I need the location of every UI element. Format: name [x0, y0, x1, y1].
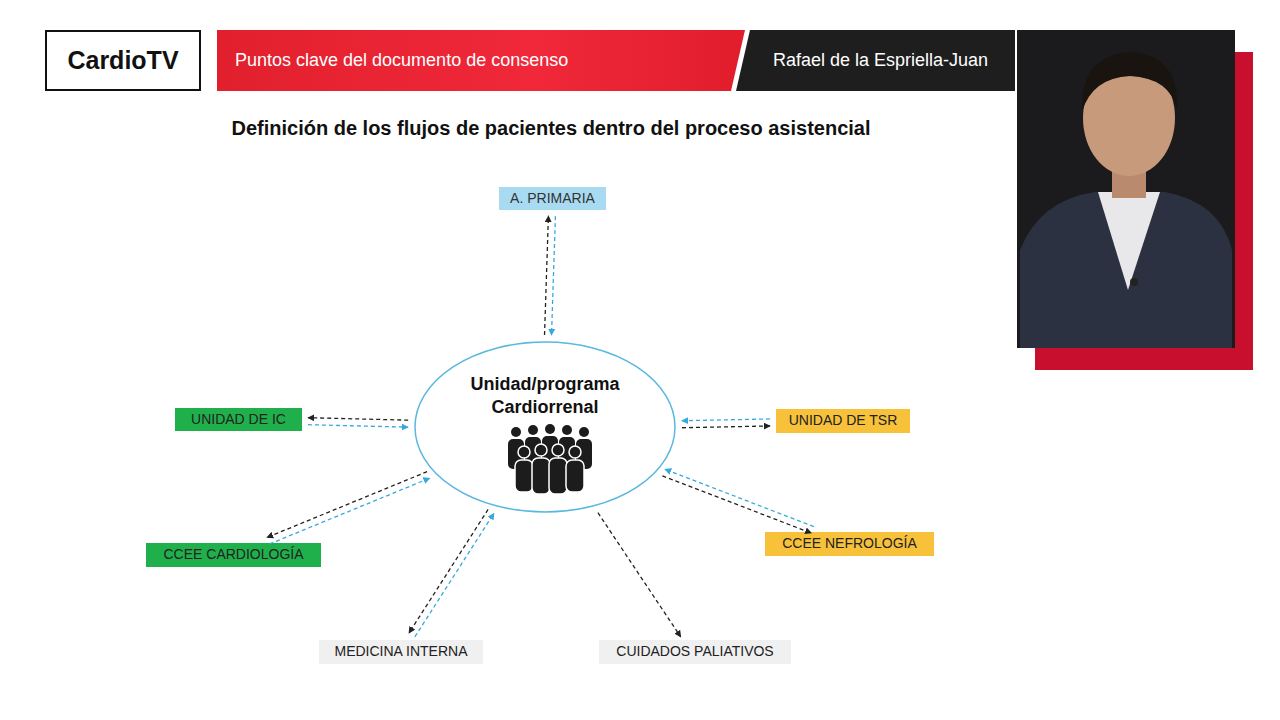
logo-box: CardioTV	[45, 30, 201, 91]
speaker-shirt	[1098, 192, 1160, 290]
speaker-photo	[1017, 30, 1235, 348]
person-body	[549, 458, 567, 494]
flow-arrow	[308, 425, 408, 427]
person-head	[552, 444, 564, 456]
person-body	[576, 439, 592, 469]
person-head	[511, 427, 521, 437]
process-box: UNIDAD DE TSR	[776, 409, 910, 433]
node-text: CardioTV	[67, 45, 178, 76]
person-body	[508, 439, 524, 469]
ellipse-outline	[414, 341, 676, 513]
person-body	[515, 460, 533, 492]
central-ellipse: Unidad/programa Cardiorrenal	[414, 341, 676, 513]
diagram-title: Definición de los flujos de pacientes de…	[101, 117, 1001, 140]
lapel-microphone	[1130, 278, 1138, 286]
person-head	[569, 446, 581, 458]
flow-arrow	[552, 216, 556, 335]
flow-arrow	[682, 419, 770, 421]
ellipse-shape	[415, 342, 675, 512]
process-box: UNIDAD DE IC	[175, 408, 302, 431]
node-text: UNIDAD DE TSR	[789, 412, 898, 430]
flow-arrow	[415, 513, 494, 637]
person-head	[545, 424, 555, 434]
person-body	[532, 458, 550, 494]
node-text: CCEE CARDIOLOGÍA	[163, 546, 303, 564]
flow-arrow	[665, 469, 814, 526]
node-text: Rafael de la Espriella-Juan	[773, 49, 988, 72]
person-head	[562, 425, 572, 435]
flow-arrow	[409, 509, 488, 633]
node-text: Unidad/programa Cardiorrenal	[450, 373, 640, 418]
people-icon	[508, 424, 592, 494]
person-body	[559, 437, 575, 467]
node-text: MEDICINA INTERNA	[334, 643, 467, 661]
flow-arrow	[545, 216, 549, 335]
person-head	[579, 427, 589, 437]
process-box: A. PRIMARIA	[499, 187, 606, 210]
speaker-band: Rafael de la Espriella-Juan	[736, 30, 1015, 91]
person-head	[528, 425, 538, 435]
flow-arrow	[598, 513, 681, 637]
flow-arrow	[308, 418, 408, 420]
flow-arrow	[267, 472, 427, 538]
process-box: CCEE NEFROLOGÍA	[765, 532, 934, 556]
header-band: Puntos clave del documento de consenso	[217, 30, 745, 91]
person-body	[525, 437, 541, 467]
flow-arrow	[662, 476, 811, 533]
process-box: MEDICINA INTERNA	[319, 640, 483, 664]
process-box: CCEE CARDIOLOGÍA	[146, 543, 321, 567]
person-body	[566, 460, 584, 492]
node-text: CUIDADOS PALIATIVOS	[616, 643, 773, 661]
flow-arrow	[682, 426, 770, 428]
node-text: UNIDAD DE IC	[191, 411, 286, 429]
flow-arrow	[270, 478, 430, 544]
node-text: CCEE NEFROLOGÍA	[782, 535, 917, 553]
speaker-suit	[1020, 192, 1232, 348]
person-body	[542, 436, 558, 466]
process-box: CUIDADOS PALIATIVOS	[599, 640, 791, 664]
speaker-hair	[1082, 52, 1177, 112]
node-text: Puntos clave del documento de consenso	[235, 49, 568, 72]
person-head	[518, 446, 530, 458]
node-text: A. PRIMARIA	[510, 190, 595, 208]
person-head	[535, 444, 547, 456]
